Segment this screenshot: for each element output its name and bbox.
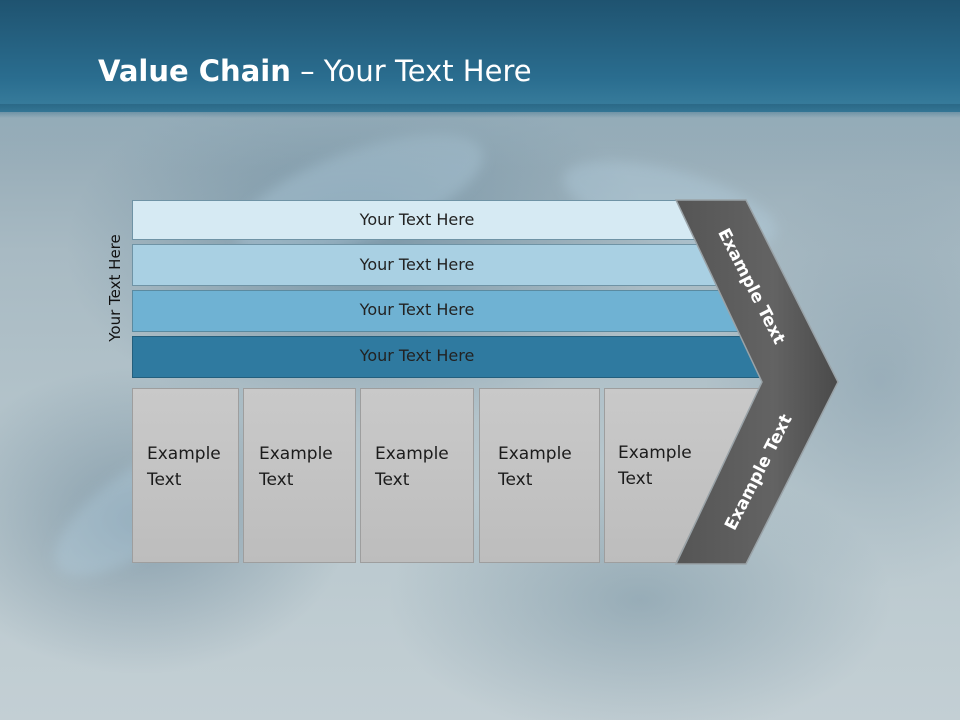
reflection: Example Text Example Text Example Text E… <box>0 563 960 720</box>
value-bar-1[interactable]: Your Text Here <box>132 200 702 240</box>
value-bar-3-label: Your Text Here <box>359 300 475 319</box>
activity-cell-4[interactable]: Example Text <box>479 388 600 563</box>
activity-cell-2-label: Example Text <box>259 444 333 490</box>
side-label[interactable]: Your Text Here <box>106 234 124 342</box>
value-bar-2[interactable]: Your Text Here <box>132 244 717 286</box>
activity-cell-4-label: Example Text <box>498 444 572 490</box>
value-bar-2-label: Your Text Here <box>359 255 475 274</box>
value-bar-1-shape <box>132 200 702 240</box>
activity-cell-5-label: Example Text <box>618 443 692 489</box>
value-bar-1-label: Your Text Here <box>359 209 475 229</box>
title-bold: Value Chain <box>98 54 291 88</box>
activity-cell-3[interactable]: Example Text <box>360 388 474 563</box>
title-banner-shadow <box>0 104 960 118</box>
activity-cell-2[interactable]: Example Text <box>243 388 356 563</box>
margin-chevron[interactable]: Example Text <box>670 196 845 568</box>
title-rest: – Your Text Here <box>290 54 532 88</box>
value-bar-4-label: Your Text Here <box>359 346 475 365</box>
activity-cell-3-label: Example Text <box>375 444 449 490</box>
slide-title[interactable]: Value Chain – Your Text Here <box>98 54 532 88</box>
background-fade <box>0 110 960 170</box>
activity-cell-1[interactable]: Example Text <box>132 388 239 563</box>
value-bar-3[interactable]: Your Text Here <box>132 290 740 332</box>
title-banner <box>0 0 960 112</box>
activity-cell-1-label: Example Text <box>147 444 221 490</box>
